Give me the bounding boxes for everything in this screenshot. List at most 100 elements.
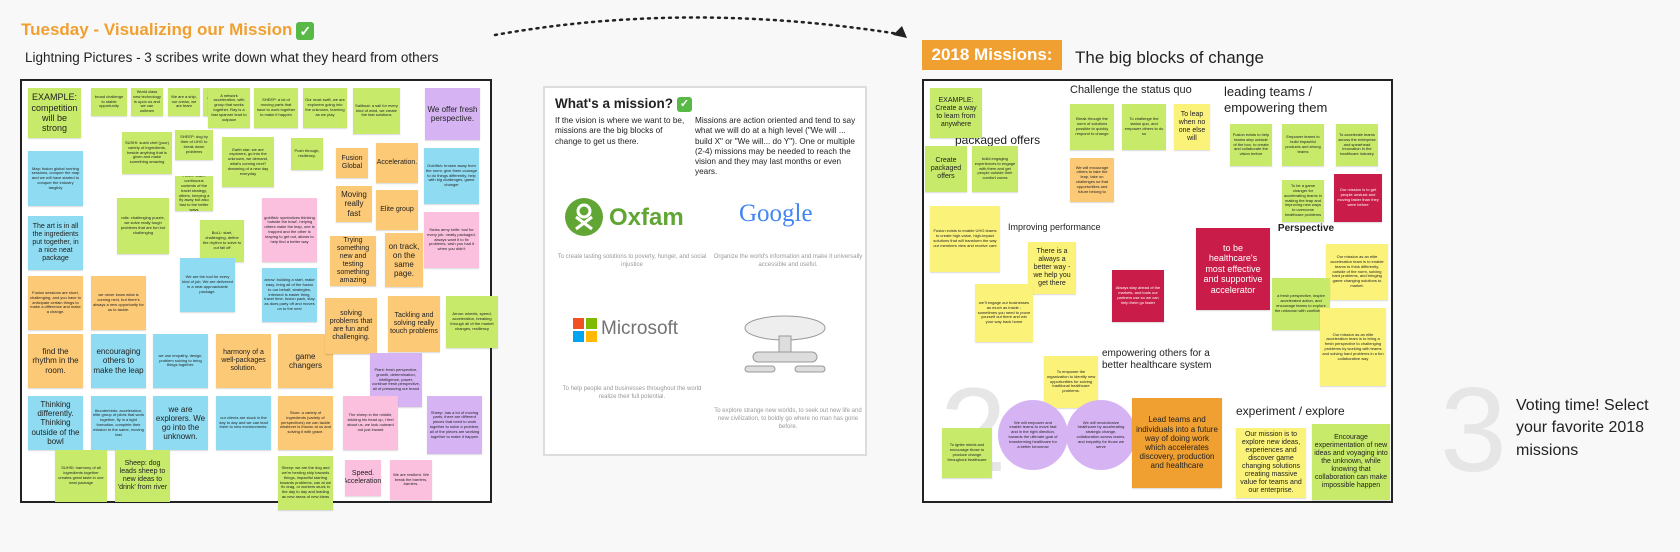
sticky-note[interactable]: Sheep: we are the dog and we're herding … — [278, 456, 333, 510]
sticky-note[interactable]: BoLL: start, challenging, define the rhy… — [200, 220, 244, 262]
sticky-note[interactable]: game changers — [278, 334, 333, 388]
sticky-note[interactable]: World class new technology is upon us an… — [131, 88, 163, 116]
title-text: Tuesday - Visualizing our Mission — [21, 20, 293, 39]
sticky-note[interactable]: Goldfish: broken away from the norm, giv… — [424, 148, 479, 204]
sticky-note[interactable]: solving problems that are fun and challe… — [325, 298, 377, 354]
dotted-arrow-icon — [493, 16, 907, 38]
sticky-note[interactable]: build engaging experiences to engage wit… — [972, 146, 1018, 192]
sticky-note[interactable]: To accelerate teams across the enterpris… — [1336, 124, 1378, 166]
sticky-note[interactable]: To be a game changer for accelerating te… — [1282, 180, 1324, 222]
sticky-note[interactable]: FUSH: team, continuous contents of the t… — [175, 176, 213, 211]
sticky-note[interactable]: Trying something new and testing somethi… — [330, 236, 376, 286]
sticky-note[interactable]: Fusion Global — [336, 148, 368, 178]
sticky-note[interactable]: goldfish: symbolizes thinking 'outside t… — [262, 198, 317, 262]
sticky-note[interactable]: Speed. Acceleration. — [345, 460, 381, 496]
sticky-note[interactable]: Moving really fast — [336, 186, 372, 222]
sticky-note[interactable]: SUHSI: harmony of all ingredients togeth… — [55, 450, 107, 502]
sticky-note[interactable]: Thinking differently. Thinking outside o… — [28, 396, 83, 450]
mission-circle[interactable]: We will revolutionize healthcare by acce… — [1066, 400, 1136, 470]
label-experiment: experiment / explore — [1236, 404, 1345, 418]
sticky-note[interactable]: broad challenge to stable opportunity — [91, 88, 127, 116]
sticky-note[interactable]: SUSHI: sushi chef (your) variety of ingr… — [122, 132, 172, 174]
oxfam-caption: To create lasting solutions to poverty, … — [557, 254, 707, 268]
sticky-note[interactable]: Map: fusion global running sessions, con… — [28, 151, 83, 206]
mission-circle[interactable]: We will empower and enable teams to move… — [998, 400, 1068, 470]
sticky-note[interactable]: We offer fresh perspective. — [425, 88, 480, 140]
sticky-note[interactable]: Acceleration. — [376, 143, 418, 183]
sticky-note[interactable]: Fusion sessions are short, challenging, … — [28, 276, 83, 330]
big-number-three: 3 — [1440, 363, 1507, 497]
tuesday-title: Tuesday - Visualizing our Mission✓ — [21, 20, 315, 40]
sticky-note[interactable]: Empower teams to build impactful product… — [1282, 124, 1324, 166]
sticky-note[interactable]: Sturn: a variety of ingredients (variety… — [278, 396, 333, 450]
sticky-note[interactable]: Our mission is to get people unstuck and… — [1334, 174, 1382, 222]
info-title: What's a mission?✓ — [555, 96, 692, 112]
sticky-note[interactable]: Elite group — [376, 190, 418, 230]
sticky-note[interactable]: Earth star: we are explorers, go into th… — [222, 137, 274, 187]
oxfam-logo — [563, 196, 605, 243]
sticky-note[interactable]: SHEEP: dog by their of UHG to break down… — [175, 130, 213, 160]
sticky-note[interactable]: arrow: building a start, make easy, brin… — [262, 268, 317, 322]
sticky-note[interactable]: SHEEP: a lot of moving parts that have t… — [254, 88, 298, 128]
missions-subtitle: The big blocks of change — [1075, 48, 1265, 67]
sticky-note[interactable]: To challenge the status quo, and empower… — [1122, 104, 1166, 150]
checkmark-icon: ✓ — [676, 96, 692, 112]
enterprise-caption: To explore strange new worlds, to seek o… — [714, 408, 862, 430]
sticky-note[interactable]: Sailboat: a sail for every kind of wind,… — [353, 88, 400, 134]
sticky-note[interactable]: on track, on the same page. — [385, 233, 423, 287]
sticky-note[interactable]: to be healthcare's most effective and su… — [1196, 228, 1270, 310]
sticky-note[interactable]: our clients are stuck in the day to day … — [216, 396, 271, 450]
google-wordmark: Google — [739, 200, 813, 228]
sticky-note[interactable]: Swiss army knife: tool for every job, ne… — [424, 212, 479, 268]
sticky-note[interactable]: We are the tool for every kind of job. W… — [180, 258, 235, 312]
sticky-note[interactable]: Our mission as an elite acceleration tea… — [1320, 308, 1386, 386]
oxfam-icon — [565, 198, 603, 236]
sticky-note[interactable]: EXAMPLE: Create a way to learn from anyw… — [930, 88, 982, 138]
sticky-note[interactable]: There is a always a better way - we help… — [1028, 242, 1076, 294]
checkmark-icon: ✓ — [296, 21, 315, 40]
sticky-note[interactable]: Create packaged offers — [925, 146, 967, 192]
microsoft-wordmark: Microsoft — [601, 318, 679, 339]
sticky-note[interactable]: encouraging others to make the leap — [91, 334, 146, 388]
google-caption: Organize the world's information and mak… — [713, 254, 863, 268]
sticky-note[interactable]: Fusion exists to help teams step outside… — [1230, 124, 1272, 166]
sticky-note[interactable]: Our most swift, we are explorers going i… — [303, 88, 347, 128]
info-title-text: What's a mission? — [555, 96, 673, 111]
sticky-note[interactable]: Tackling and solving really touch proble… — [388, 296, 440, 352]
sticky-note[interactable]: rails: challenging puzzle, we solve real… — [117, 198, 169, 254]
sticky-note[interactable]: Sheep: dog leads sheep to new ideas to '… — [115, 450, 170, 502]
label-empowering: empowering others for a better healthcar… — [1102, 348, 1212, 371]
label-leading: leading teams / empowering them — [1224, 84, 1328, 115]
sticky-note[interactable]: The art is in all the ingredients put to… — [28, 216, 83, 270]
sticky-note[interactable]: we'll engage our businesses as much as i… — [975, 284, 1033, 342]
label-improving: Improving performance — [1008, 222, 1101, 232]
sticky-note[interactable]: find the rhythm in the room. — [28, 334, 83, 388]
sticky-note[interactable]: To leap when no one else will — [1174, 104, 1210, 150]
sticky-note[interactable]: thunderbirds: acceleration, elite group … — [91, 396, 146, 450]
sticky-note[interactable]: Fusion exists to enable UHG teams to cre… — [930, 206, 1000, 272]
microsoft-icon — [573, 318, 597, 342]
oxfam-wordmark: Oxfam — [609, 204, 684, 231]
sticky-note[interactable]: Our mission is to explore new ideas, exp… — [1236, 428, 1306, 498]
sticky-note[interactable]: we use empathy, design, problem solving … — [153, 334, 208, 388]
sticky-note[interactable]: EXAMPLE: competition will be strong — [28, 88, 81, 138]
sticky-note[interactable]: Break through the norm of solutions poss… — [1070, 104, 1114, 150]
sticky-note[interactable]: Sheep: has a lot of moving parts, there … — [427, 396, 482, 454]
sticky-note[interactable]: harmony of a well-packages solution. — [216, 334, 271, 388]
sticky-note[interactable]: Encourage experimentation of new ideas a… — [1312, 424, 1390, 500]
sticky-note[interactable]: To ignite minds and encourage those to p… — [942, 428, 992, 478]
sticky-note[interactable]: Always stay ahead of the markets, and to… — [1112, 270, 1164, 322]
sticky-note[interactable]: To empower the organization to identify … — [1044, 356, 1098, 408]
sticky-note[interactable]: Our mission as an elite acceleration tea… — [1326, 244, 1388, 300]
sticky-note[interactable]: We are resilient. We break the barriers,… — [390, 460, 432, 500]
sticky-note[interactable]: We are a ship, our crews, we are team — [168, 88, 200, 116]
sticky-note[interactable]: Arrow: wheels, speed, acceleration, brea… — [446, 296, 498, 348]
mission-info-panel: What's a mission?✓ If the vision is wher… — [543, 86, 867, 456]
sticky-note[interactable]: We will encourage others to take the lea… — [1070, 158, 1114, 202]
sticky-note[interactable]: we are explorers. We go into the unknown… — [153, 396, 208, 450]
sticky-note[interactable]: Lead teams and individuals into a future… — [1132, 398, 1222, 488]
sticky-note[interactable]: A network acceleration, with group that … — [208, 88, 250, 128]
sticky-note[interactable]: The sheep in the middle, sticking his he… — [343, 396, 398, 450]
sticky-note[interactable]: we never know what is coming next, but t… — [91, 276, 146, 330]
sticky-note[interactable]: Push through, resiliency. — [291, 138, 323, 170]
